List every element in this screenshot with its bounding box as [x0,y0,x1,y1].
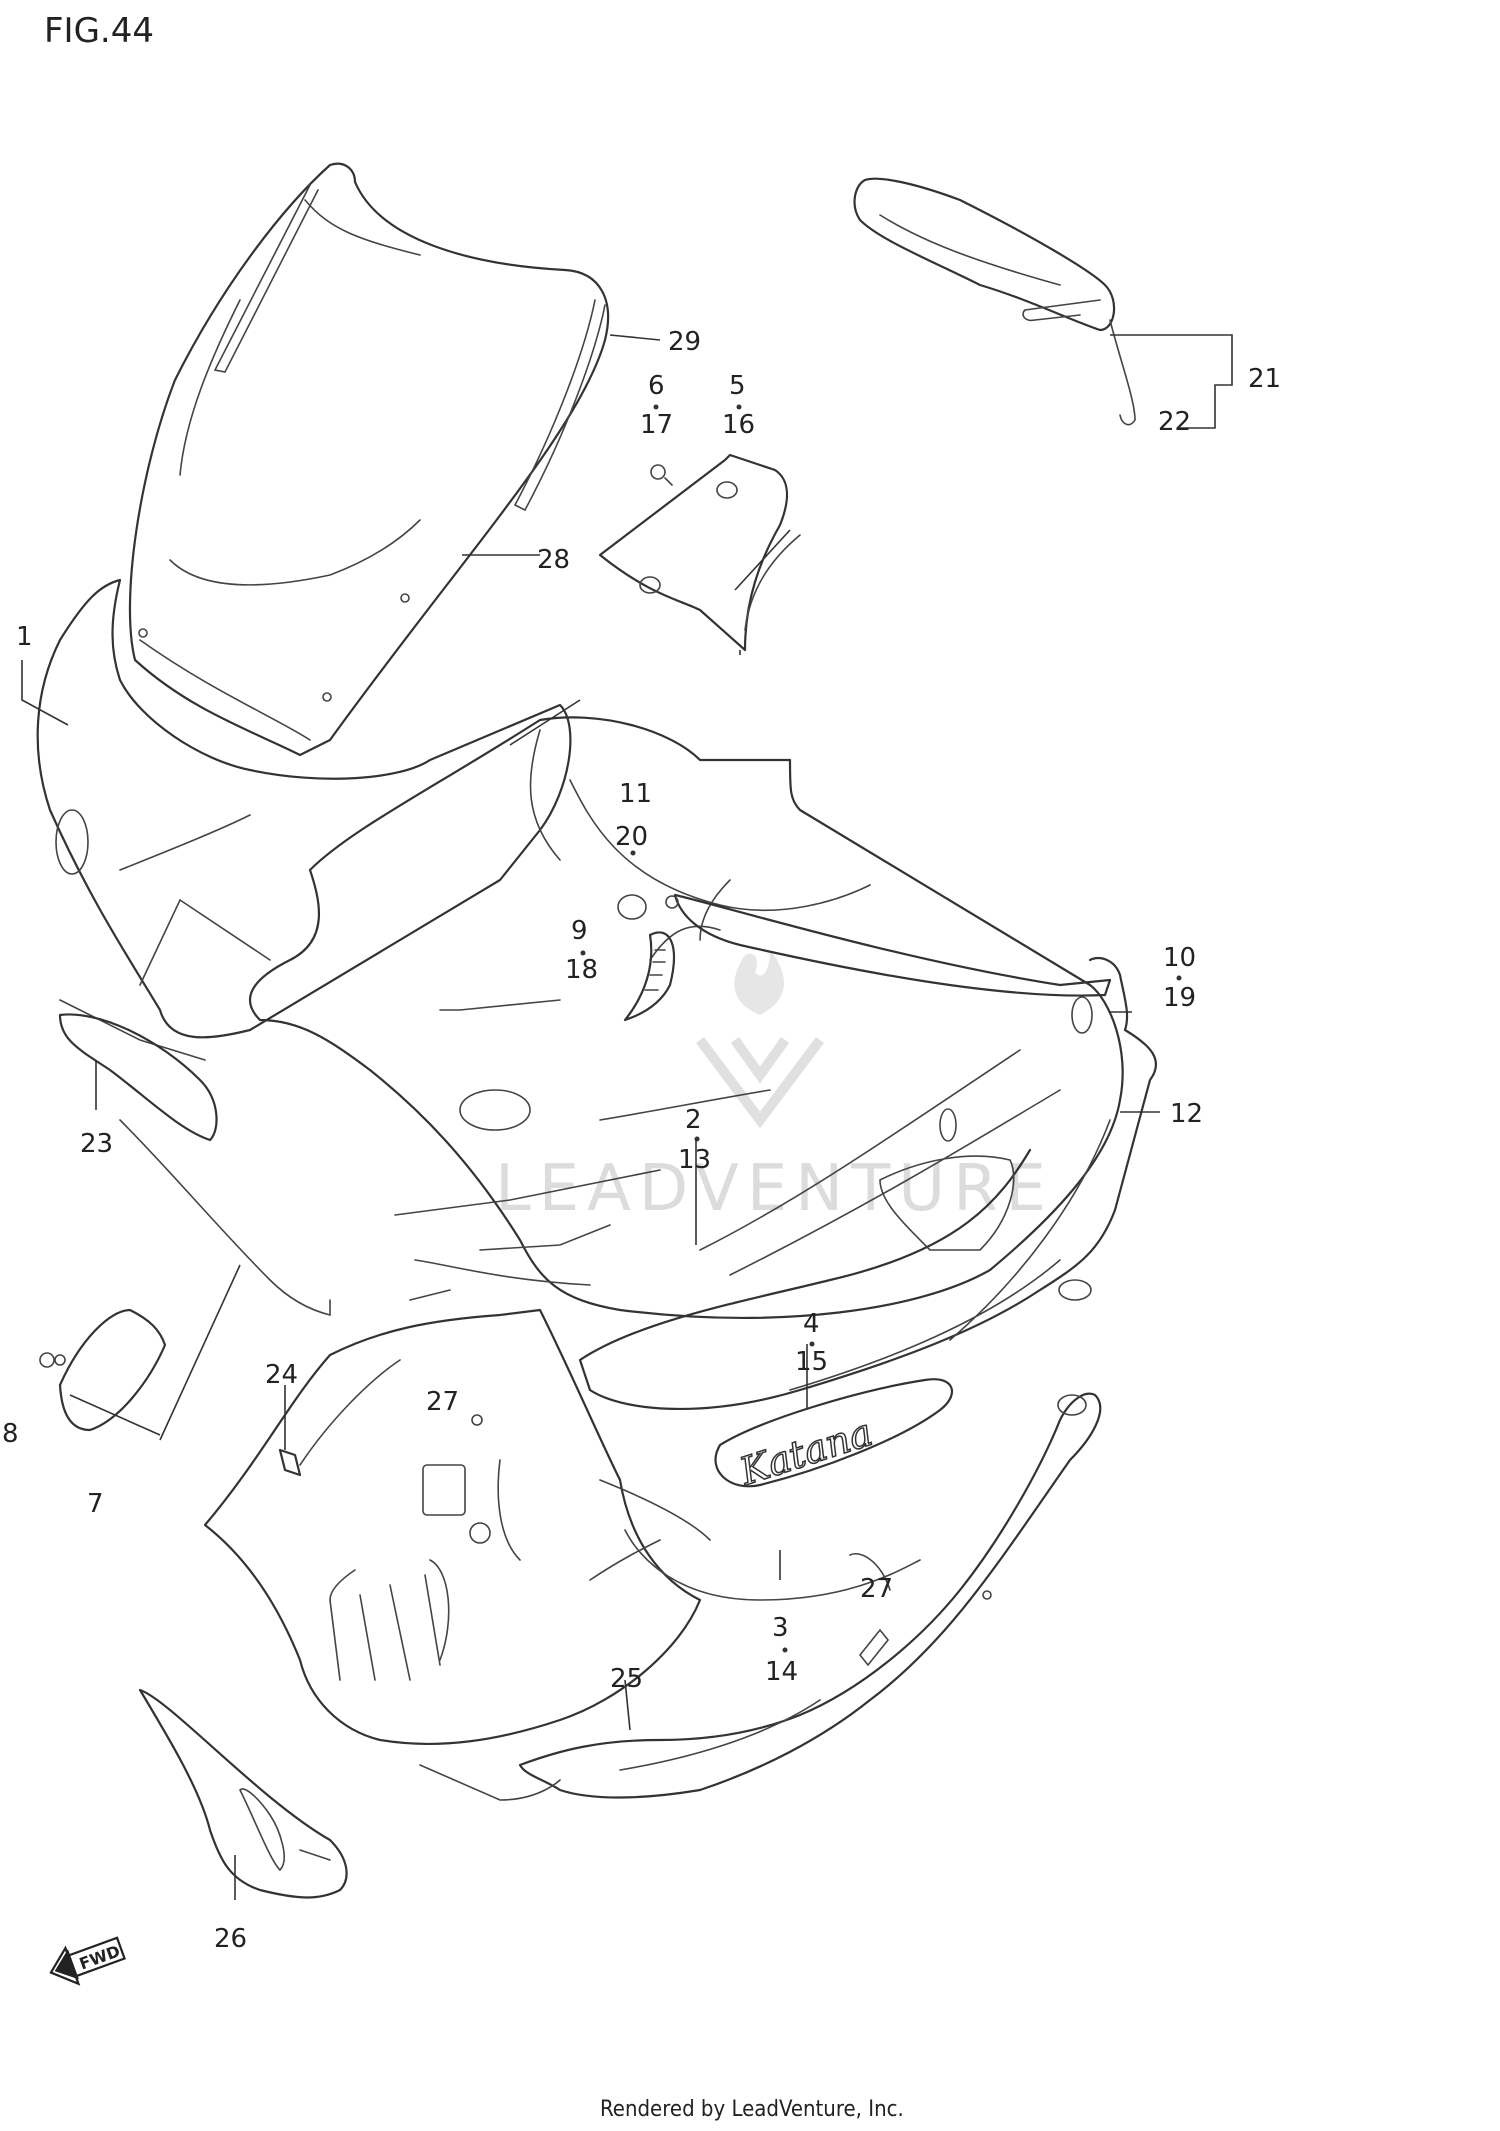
callout-7: 7 [87,1489,104,1519]
callout-20: 20 [615,822,648,852]
lower-side-panel [138,1688,348,1899]
callout-19: 19 [1163,983,1196,1013]
bracket-24 [278,1359,401,1477]
callout-10: 10 [1163,943,1196,973]
callout-27-right: 27 [860,1574,893,1604]
trim-strip [665,893,1112,997]
callout-14: 14 [765,1657,798,1687]
side-bracket [58,1013,331,1317]
upper-cowling [36,578,572,1061]
windscreen [128,162,610,757]
figure-title: FIG.44 [44,11,154,51]
lower-cowling [203,1308,921,1746]
bracket-plate [598,453,801,652]
callout-5: 5 [729,371,746,401]
small-fasteners [617,894,675,1022]
center-cowling [249,716,1124,1319]
callout-dots [580,404,1182,1653]
fwd-arrow-icon: FWD [49,1936,126,1986]
callout-12: 12 [1170,1099,1203,1129]
callout-22: 22 [1158,407,1191,437]
callout-16: 16 [722,410,755,440]
katana-decal: Katana [714,1378,953,1495]
callout-27-left: 27 [426,1387,459,1417]
upper-duct [853,177,1136,426]
callout-4: 4 [803,1309,820,1339]
callout-18: 18 [565,955,598,985]
callout-leaders [21,334,1233,1900]
callout-11: 11 [619,779,652,809]
callout-21: 21 [1248,364,1281,394]
callout-23: 23 [80,1129,113,1159]
callout-8: 8 [2,1419,19,1449]
callout-labels: 1 2 13 3 14 4 15 5 16 6 17 7 8 9 18 10 1… [2,327,1281,1954]
callout-6: 6 [648,371,665,401]
callout-1: 1 [16,622,33,652]
side-cowling [578,957,1157,1411]
screw-6 [650,464,673,486]
callout-2: 2 [685,1105,702,1135]
callout-3: 3 [772,1613,789,1643]
watermark-text: LEADVENTURE [495,1152,1054,1226]
callout-29: 29 [668,327,701,357]
callout-15: 15 [795,1347,828,1377]
callout-26: 26 [214,1924,247,1954]
callout-17: 17 [640,410,673,440]
callout-28: 28 [537,545,570,575]
footer-credit: Rendered by LeadVenture, Inc. [600,2097,904,2122]
watermark: LEADVENTURE [495,950,1054,1226]
callout-25: 25 [610,1664,643,1694]
callout-24: 24 [265,1360,298,1390]
guide-lines [509,529,791,746]
brand-decal-text: Katana [734,1410,878,1494]
callout-9: 9 [571,916,588,946]
callout-13: 13 [678,1145,711,1175]
lower-panel [419,1392,1102,1801]
small-cover [39,1264,241,1441]
